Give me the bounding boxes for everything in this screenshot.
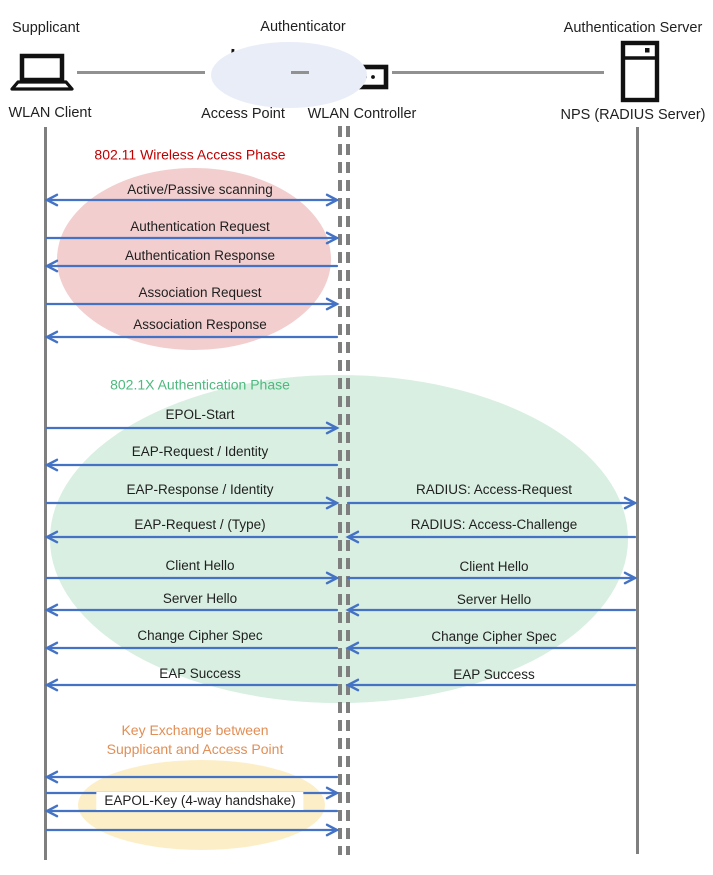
- role-label-authenticator: Authenticator: [260, 19, 346, 35]
- phase2-title: 802.1X Authentication Phase: [110, 376, 290, 393]
- message-label: Change Cipher Spec: [137, 628, 263, 643]
- lifeline-controller-left: [338, 126, 342, 855]
- message-label: EAP-Response / Identity: [126, 482, 274, 497]
- laptop-icon: [10, 53, 74, 91]
- message-label: EAP Success: [159, 666, 241, 681]
- server-icon: [620, 40, 660, 103]
- message-label: Active/Passive scanning: [127, 182, 273, 197]
- phase3-title: Key Exchange between Supplicant and Acce…: [106, 722, 284, 757]
- phase1-ellipse: [57, 168, 331, 350]
- phase1-title: 802.11 Wireless Access Phase: [94, 146, 286, 163]
- message-label: RADIUS: Access-Request: [415, 482, 573, 497]
- role-label-supplicant: Supplicant: [12, 20, 80, 36]
- message-label: RADIUS: Access-Challenge: [410, 517, 578, 532]
- message-label: EAPOL-Key (4-way handshake): [96, 792, 304, 810]
- message-label: EPOL-Start: [165, 407, 235, 422]
- node-label-nps: NPS (RADIUS Server): [560, 107, 706, 123]
- message-label: Change Cipher Spec: [431, 629, 557, 644]
- message-label: Authentication Request: [130, 219, 270, 234]
- link-line-controller-server: [392, 71, 604, 74]
- message-label: Server Hello: [162, 591, 238, 606]
- message-label: Client Hello: [165, 558, 235, 573]
- message-label: Association Request: [138, 285, 262, 300]
- node-label-wlan-client: WLAN Client: [8, 105, 92, 121]
- lifeline-controller-right: [346, 126, 350, 855]
- message-label: EAP-Request / Identity: [131, 444, 269, 459]
- link-line-client-ap: [77, 71, 205, 74]
- message-label: EAP Success: [453, 667, 535, 682]
- lifeline-server: [636, 127, 639, 854]
- message-label: Authentication Response: [124, 248, 276, 263]
- message-label: Client Hello: [459, 559, 529, 574]
- link-line-ap-controller: [291, 71, 309, 74]
- message-label: Server Hello: [456, 592, 532, 607]
- message-label: Association Response: [133, 317, 267, 332]
- message-label: EAP-Request / (Type): [134, 517, 266, 532]
- node-label-access-point: Access Point: [201, 106, 285, 122]
- node-label-wlan-controller: WLAN Controller: [307, 106, 417, 122]
- lifeline-client: [44, 127, 47, 860]
- authenticator-group-ellipse: [211, 42, 367, 108]
- role-label-authentication-server: Authentication Server: [563, 20, 703, 36]
